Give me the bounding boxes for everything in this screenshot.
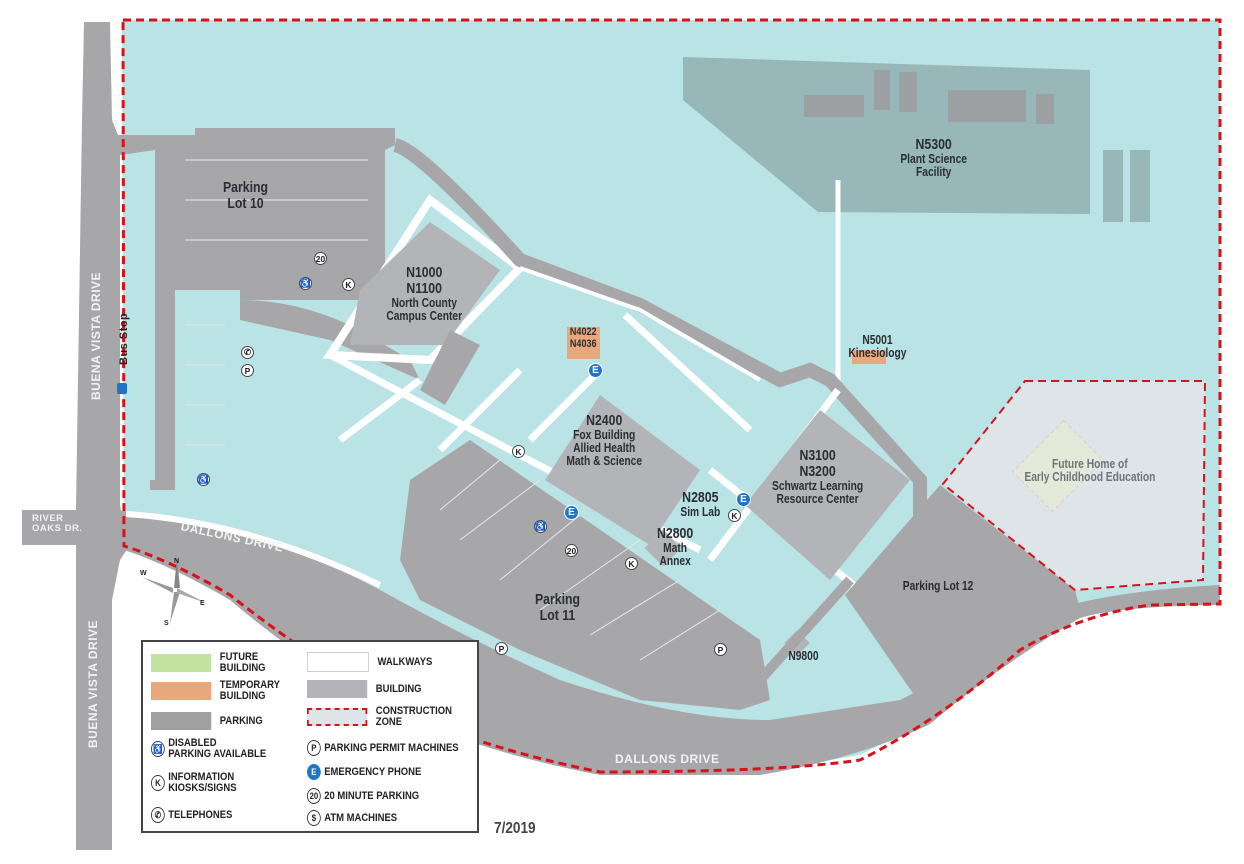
temporary-building-swatch [151,682,212,700]
marker-disabled-lot10-south: ♿ [197,473,210,486]
atm-icon: $ [307,810,321,826]
disabled-icon: ♿ [151,741,165,757]
walkways-swatch [307,652,369,672]
legend-walkways: WALKWAYS [307,652,432,672]
label-parking-lot-12: Parking Lot 12 [902,579,974,593]
marker-emergency-n4022: E [588,363,603,378]
compass-s: S [164,620,169,625]
service-road [392,138,927,575]
marker-disabled-lot11: ♿ [534,520,547,533]
label-n9800: N9800 [788,649,819,663]
compass-w: W [140,570,147,577]
emergency-phone-icon: E [307,764,321,780]
legend-parking: PARKING [151,712,263,730]
marker-permit-lot11-east: P [714,643,727,656]
n5001-building [852,350,886,364]
marker-kiosk-lot10: K [342,278,355,291]
marker-twenty-min-lot10: 20 [314,252,327,265]
parking-permit-icon: P [307,740,321,756]
n2400-building [545,395,700,545]
bus-stop-label: Bus Stop [118,312,130,365]
parking-swatch [151,712,212,730]
future-building-swatch [151,654,212,672]
legend-building: BUILDING [307,680,422,698]
compass-e: E [200,600,205,607]
dallons-drive [110,510,1220,775]
n1000-building [350,222,500,345]
marker-kiosk-n2400: K [512,445,525,458]
n3100-building [745,410,910,580]
compass-n: N [174,558,179,565]
road-label-dallons-south: DALLONS DRIVE [615,752,720,766]
marker-disabled-lot10: ♿ [299,277,312,290]
building-swatch [307,680,368,698]
parking-lot-10 [110,128,395,490]
marker-emergency-n3100: E [736,492,751,507]
telephone-icon: ✆ [151,807,165,823]
legend-emergency: E EMERGENCY PHONE [307,764,421,780]
marker-permit-lot10: P [241,364,254,377]
legend-twenty-min: 20 20 MINUTE PARKING [307,788,419,804]
dallons-walk [125,511,382,588]
road-label-buena-vista-top: BUENA VISTA DRIVE [89,271,103,400]
marker-emergency-lot11: E [564,505,579,520]
road-label-buena-vista-bottom: BUENA VISTA DRIVE [86,619,100,748]
campus-boundary [121,18,1222,774]
marker-twenty-min-lot11: 20 [565,544,578,557]
marker-kiosk-lot11: K [625,557,638,570]
twenty-minute-icon: 20 [307,788,321,804]
buena-vista-drive [22,22,128,850]
marker-kiosk-n2805: K [728,509,741,522]
map-date: 7/2019 [494,820,536,837]
legend-telephones: ✆ TELEPHONES [151,807,232,823]
marker-telephone: ✆ [241,346,254,359]
compass-rose-icon: N W E S [140,557,206,625]
legend-atm: $ ATM MACHINES [307,810,397,826]
construction-zone-swatch [307,708,368,726]
parking-lot-11 [400,440,770,710]
kiosk-icon: K [151,775,165,791]
bus-stop-icon [117,383,127,394]
parking-lot-12 [845,485,1080,718]
legend-permit: P PARKING PERMIT MACHINES [307,740,459,756]
marker-permit-lot11-west: P [495,642,508,655]
